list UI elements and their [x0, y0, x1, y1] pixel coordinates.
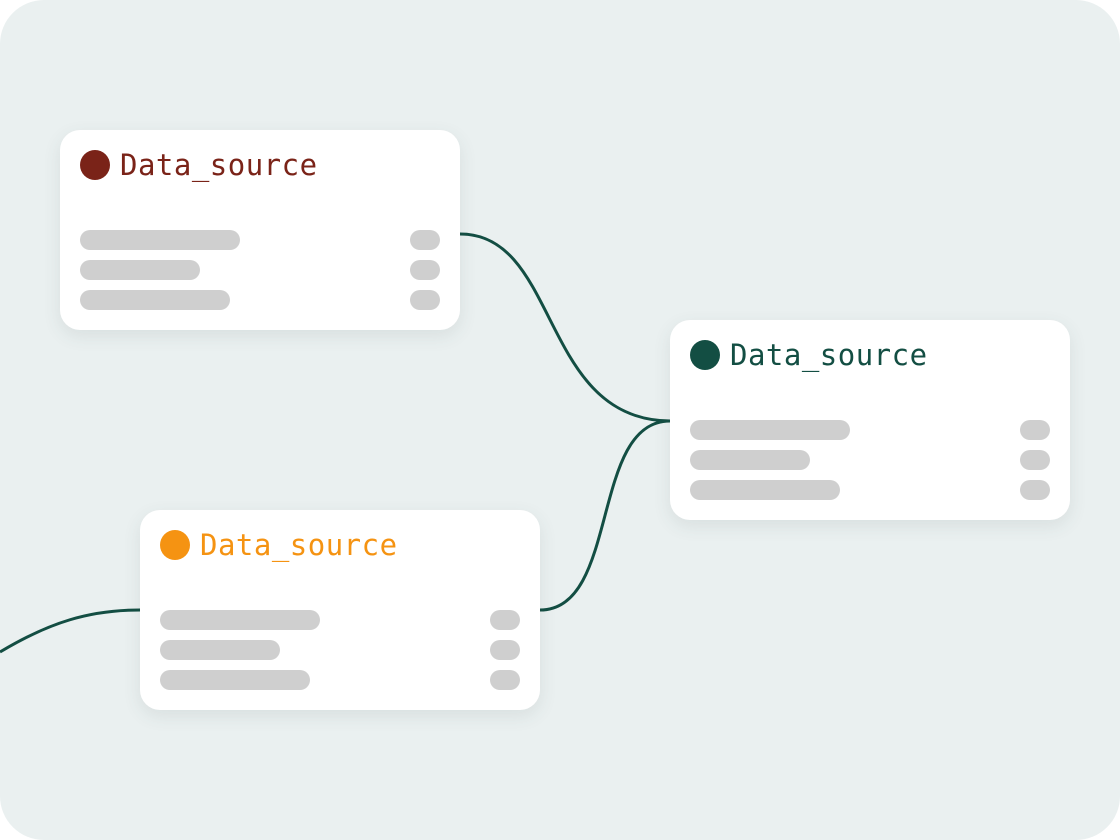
node-data-source-orange[interactable]: Data_source — [140, 510, 540, 710]
field-row — [690, 450, 1050, 470]
edge-offscreen-to-orange[interactable] — [0, 608, 141, 654]
field-type-placeholder — [1020, 420, 1050, 440]
field-row — [690, 480, 1050, 500]
edge-red-to-green[interactable] — [459, 232, 671, 423]
field-row — [690, 420, 1050, 440]
field-type-placeholder — [1020, 480, 1050, 500]
field-type-placeholder — [490, 670, 520, 690]
field-name-placeholder — [80, 290, 230, 310]
edge-orange-to-green[interactable] — [539, 419, 671, 612]
field-type-placeholder — [490, 610, 520, 630]
field-row — [160, 610, 520, 630]
node-data-source-red[interactable]: Data_source — [60, 130, 460, 330]
node-title: Data_source — [200, 528, 398, 562]
field-name-placeholder — [160, 610, 320, 630]
field-type-placeholder — [490, 640, 520, 660]
field-row — [160, 670, 520, 690]
field-row — [80, 290, 440, 310]
node-data-source-green[interactable]: Data_source — [670, 320, 1070, 520]
node-title: Data_source — [120, 148, 318, 182]
field-row — [160, 640, 520, 660]
field-type-placeholder — [410, 290, 440, 310]
node-title: Data_source — [730, 338, 928, 372]
field-row — [80, 260, 440, 280]
status-dot-icon — [160, 530, 190, 560]
field-name-placeholder — [690, 480, 840, 500]
node-header: Data_source — [160, 530, 398, 560]
field-type-placeholder — [1020, 450, 1050, 470]
field-name-placeholder — [80, 260, 200, 280]
field-type-placeholder — [410, 260, 440, 280]
field-name-placeholder — [160, 640, 280, 660]
status-dot-icon — [80, 150, 110, 180]
field-name-placeholder — [160, 670, 310, 690]
field-name-placeholder — [80, 230, 240, 250]
status-dot-icon — [690, 340, 720, 370]
field-type-placeholder — [410, 230, 440, 250]
field-name-placeholder — [690, 420, 850, 440]
field-name-placeholder — [690, 450, 810, 470]
node-header: Data_source — [80, 150, 318, 180]
node-header: Data_source — [690, 340, 928, 370]
field-row — [80, 230, 440, 250]
